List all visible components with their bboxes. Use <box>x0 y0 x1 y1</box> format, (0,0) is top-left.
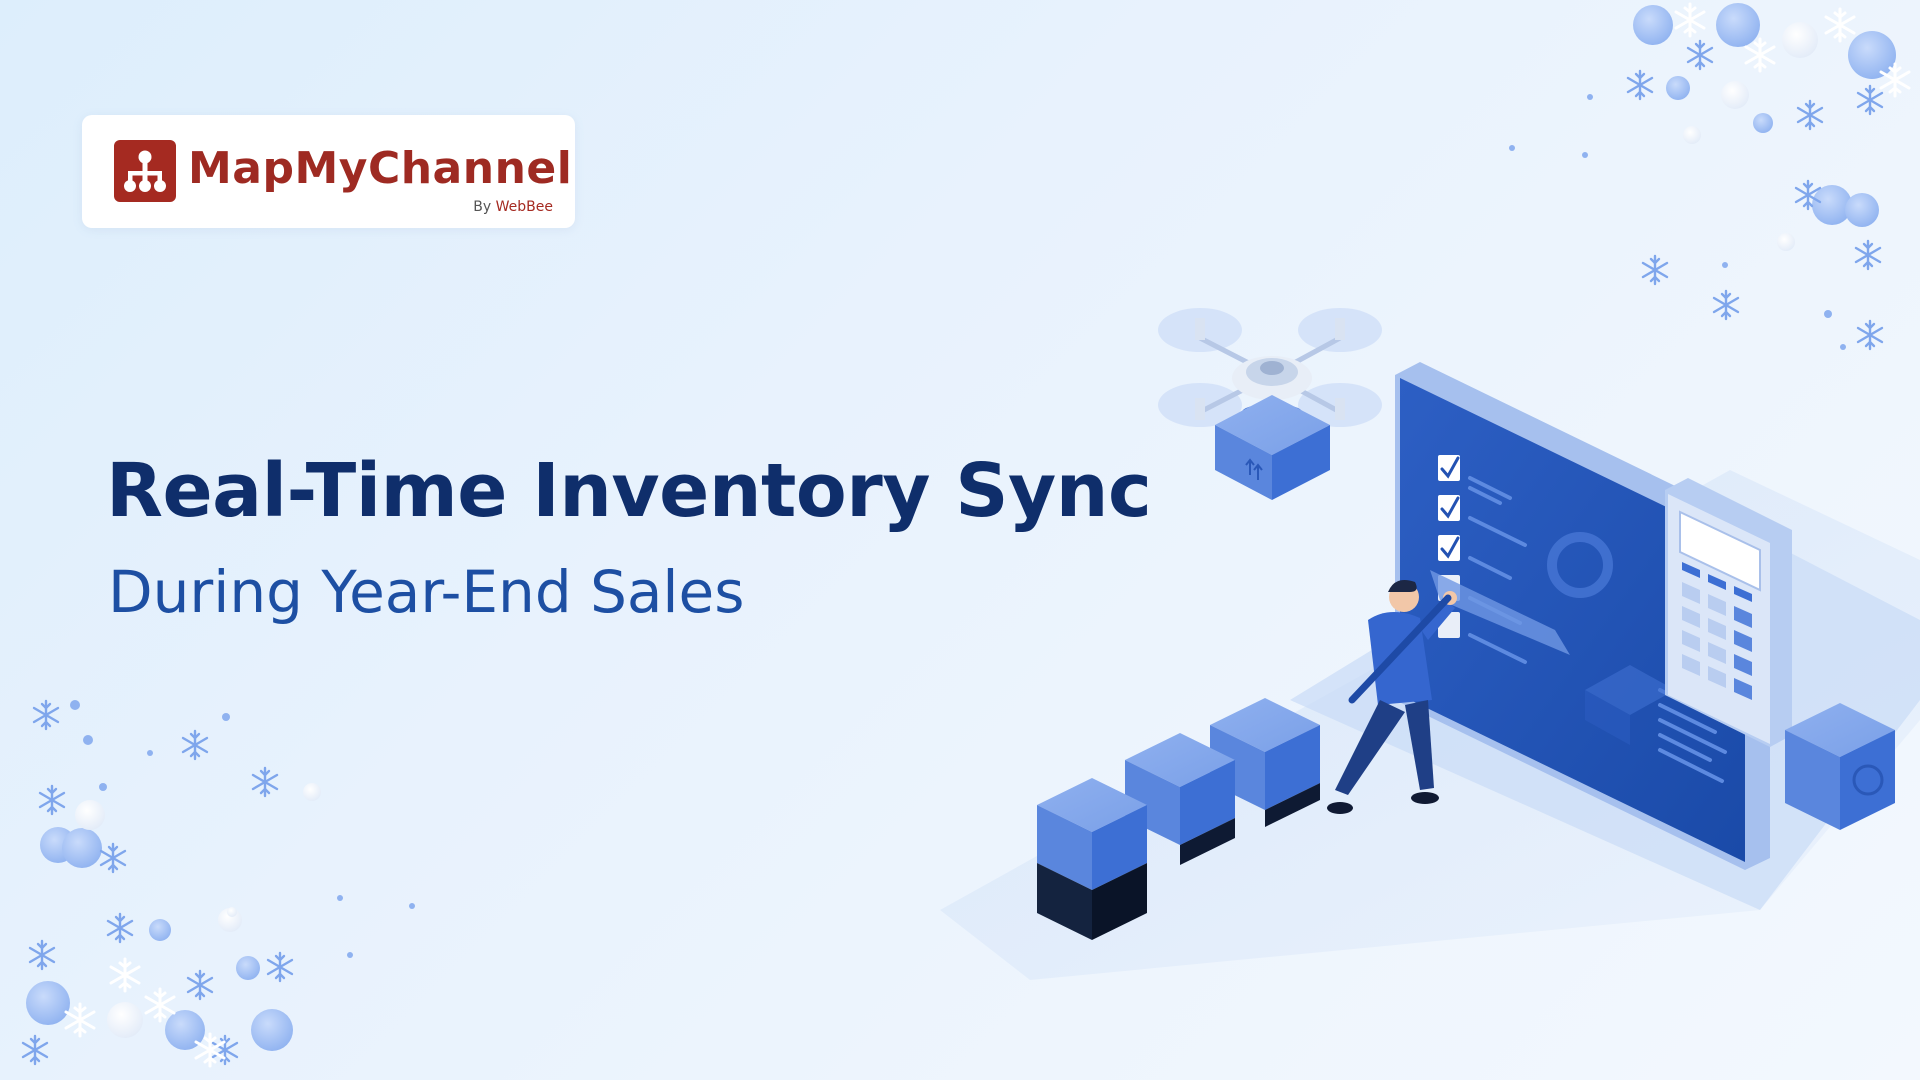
package-box-icon <box>1037 778 1147 940</box>
logo-card: MapMyChannel By WebBee <box>82 115 575 228</box>
worker-figure <box>1327 579 1457 814</box>
snowflake-decoration-bottom-left <box>21 699 415 1068</box>
drone-icon <box>1158 308 1382 500</box>
package-box-icon <box>1785 703 1895 830</box>
page-title: Real-Time Inventory Sync <box>106 448 1152 534</box>
byline-brand: WebBee <box>495 199 553 215</box>
calculator-icon <box>1665 478 1792 747</box>
byline-prefix: By <box>473 199 492 215</box>
snowflake-decoration-top-right <box>1509 2 1911 351</box>
page-subtitle: During Year-End Sales <box>108 558 745 626</box>
brand-logo-text: MapMyChannel <box>188 143 573 194</box>
package-box-row <box>1037 698 1895 940</box>
network-hierarchy-icon <box>114 140 176 202</box>
brand-byline: By WebBee <box>473 199 553 215</box>
package-box-icon <box>1210 698 1320 827</box>
